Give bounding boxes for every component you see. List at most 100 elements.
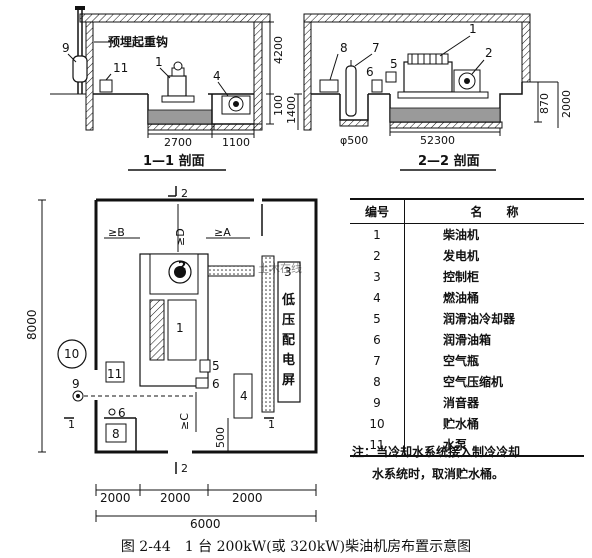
legend-no: 4 xyxy=(350,287,405,308)
clearance-c: ≥C xyxy=(178,413,191,430)
legend-name: 发电机 xyxy=(443,249,480,263)
s1-roof xyxy=(79,13,271,23)
callout-4: 4 xyxy=(213,69,221,83)
plan-callout-11: 11 xyxy=(107,367,122,381)
legend-no: 8 xyxy=(350,371,405,392)
figure-caption: 图 2-44 1 台 200kW(或 320kW)柴油机房布置示意图 xyxy=(120,539,472,555)
callout-s2-2: 2 xyxy=(485,46,493,60)
legend-no: 7 xyxy=(350,350,405,371)
legend-row: 6 润滑油箱 xyxy=(350,329,584,350)
note-line-1: 注：当冷却水系统接入制冷冷却 xyxy=(352,445,521,459)
dim-6000: 6000 xyxy=(190,517,221,531)
panel-text-4: 电 xyxy=(282,352,295,368)
plan-callout-7: 6 xyxy=(118,406,126,420)
dim-8000: 8000 xyxy=(25,309,39,340)
legend-name: 消音器 xyxy=(443,396,480,410)
legend-no: 1 xyxy=(350,223,405,245)
dim-4200: 4200 xyxy=(272,36,285,64)
plan-callout-3: 3 xyxy=(284,265,292,279)
note-line-2: 水系统时，取消贮水桶。 xyxy=(372,467,505,481)
legend-row: 5 润滑油冷却器 xyxy=(350,308,584,329)
plan-callout-10: 10 xyxy=(64,347,79,361)
legend-name: 空气瓶 xyxy=(443,354,480,368)
cut-mark-top: 2 xyxy=(181,187,188,200)
plan-callout-6: 6 xyxy=(212,377,220,391)
legend-table: 编号 名 称 1 柴油机 2 发电机 3 控制柜 4 燃油桶 5 润滑油冷却器 6 润滑油箱… xyxy=(350,198,584,457)
dim-bay-1: 2000 xyxy=(100,491,131,505)
dim-phi500: φ500 xyxy=(340,134,368,147)
legend-no: 6 xyxy=(350,329,405,350)
callout-9: 9 xyxy=(62,41,70,55)
callout-s2-8: 8 xyxy=(340,41,348,55)
silencer-symbol xyxy=(72,55,88,83)
legend-name: 控制柜 xyxy=(443,270,480,284)
panel-text-1: 低 xyxy=(281,292,295,308)
legend-row: 8 空气压缩机 xyxy=(350,371,584,392)
section-1-title: 1—1 剖面 xyxy=(143,153,205,169)
legend-no: 2 xyxy=(350,245,405,266)
section-1-1: 预埋起重钩 9 11 1 4 2700 1100 4200 100 1—1 剖面 xyxy=(50,6,285,171)
callout-s2-7: 7 xyxy=(372,41,380,55)
dim-52300: 52300 xyxy=(420,134,455,147)
legend-no: 5 xyxy=(350,308,405,329)
section-2-2: 8 7 6 5 1 2 52300 φ500 1400 870 2000 2—2… xyxy=(285,13,573,171)
legend-name: 柴油机 xyxy=(443,228,480,242)
dim-870: 870 xyxy=(538,93,551,114)
dim-1400: 1400 xyxy=(285,96,298,124)
legend-row: 2 发电机 xyxy=(350,245,584,266)
legend-row: 9 消音器 xyxy=(350,392,584,413)
crane-hook-label: 预埋起重钩 xyxy=(108,34,168,49)
legend-no: 9 xyxy=(350,392,405,413)
clearance-d: ≥D xyxy=(174,228,187,246)
note: 注：当冷却水系统接入制冷冷却 水系统时，取消贮水桶。 xyxy=(352,441,588,485)
clearance-b: ≥B xyxy=(108,226,125,239)
cut-mark-right: 1 xyxy=(268,418,275,431)
legend-row: 10 贮水桶 xyxy=(350,413,584,434)
legend-name: 润滑油冷却器 xyxy=(443,312,516,326)
section-2-title: 2—2 剖面 xyxy=(418,153,480,169)
s1-right-wall xyxy=(253,21,263,131)
legend-row: 3 控制柜 xyxy=(350,266,584,287)
legend-row: 7 空气瓶 xyxy=(350,350,584,371)
control-cabinet xyxy=(277,261,301,403)
legend-name: 水泵 xyxy=(404,434,584,457)
callout-s2-1: 1 xyxy=(469,22,477,36)
legend-name: 空气压缩机 xyxy=(443,375,504,389)
legend-no: 11 xyxy=(350,434,405,457)
legend-row: 1 柴油机 xyxy=(350,223,584,245)
plan-callout-5: 5 xyxy=(212,359,220,373)
pump-symbol xyxy=(99,79,113,93)
legend-name: 润滑油箱 xyxy=(443,333,492,347)
clearance-a: ≥A xyxy=(214,226,231,239)
legend-header-name: 名 称 xyxy=(404,198,584,224)
callout-1: 1 xyxy=(155,55,163,69)
water-barrel-symbol xyxy=(57,339,87,369)
dim-1100: 1100 xyxy=(222,136,250,149)
legend-row: 4 燃油桶 xyxy=(350,287,584,308)
panel-text-3: 配 xyxy=(282,333,295,348)
callout-11: 11 xyxy=(113,61,128,75)
plan-callout-4: 4 xyxy=(240,389,248,403)
floor-plan: 2 2 1 1 ≥B ≥A ≥D ≥C 2 1 3 低 压 配 电 xyxy=(25,186,318,531)
watermark: 土木在线 xyxy=(258,261,302,275)
panel-text-2: 压 xyxy=(282,313,295,328)
legend-name: 燃油桶 xyxy=(443,291,480,305)
dim-100: 100 xyxy=(272,95,285,116)
plan-callout-9: 9 xyxy=(72,377,80,391)
legend-no: 10 xyxy=(350,413,405,434)
dim-bay-2: 2000 xyxy=(160,491,191,505)
dim-2700: 2700 xyxy=(164,136,192,149)
dim-bay-3: 2000 xyxy=(232,491,263,505)
legend-header-no: 编号 xyxy=(350,198,405,224)
callout-s2-5: 5 xyxy=(390,57,398,71)
plan-callout-2: 2 xyxy=(178,259,186,273)
legend-no: 3 xyxy=(350,266,405,287)
cut-mark-left: 1 xyxy=(68,418,75,431)
engine-s1 xyxy=(167,75,187,97)
callout-s2-6: 6 xyxy=(366,65,374,79)
legend-name: 贮水桶 xyxy=(443,417,480,431)
plan-callout-1: 1 xyxy=(176,321,184,335)
dim-2000: 2000 xyxy=(560,90,573,118)
